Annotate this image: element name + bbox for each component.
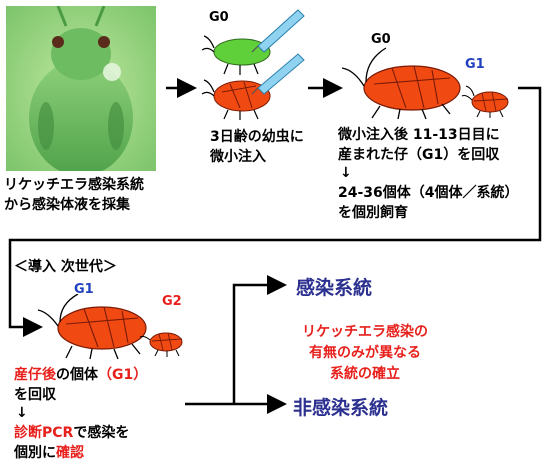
step1-caption-line2: から感染体液を採集 xyxy=(4,197,130,213)
step4-line2: を回収 xyxy=(14,387,56,403)
step1-caption-line1: リケッチエラ感染系統 xyxy=(4,177,144,193)
step2-gen-label: G0 xyxy=(209,10,229,25)
step4-line3-black: で感染を xyxy=(73,425,130,441)
step3-gen-label-g0: G0 xyxy=(371,32,391,47)
infected-aphid-photo xyxy=(6,6,156,171)
step3-gen-label-g1: G1 xyxy=(465,57,485,72)
step3-caption-line1: 微小注入後 11-13日目に xyxy=(338,127,500,143)
step3-caption-line2: 産まれた仔（G1）を回収 xyxy=(338,147,500,163)
result-note-line2: 有無のみが異なる xyxy=(309,345,421,361)
step4-line1: 産仔後の個体（G1） xyxy=(14,366,147,384)
step4-line4-red: 確認 xyxy=(56,445,84,461)
step4-down-arrow: ↓ xyxy=(16,405,28,421)
g1-adult-and-g2-offspring-illustration xyxy=(37,294,183,360)
step4-gen-label-g1: G1 xyxy=(74,282,94,297)
result-note-line1: リケッチエラ感染の xyxy=(302,324,428,340)
step4-line1-red: 産仔後 xyxy=(14,367,56,383)
step4-gen-label-g2: G2 xyxy=(162,294,182,309)
step4-line4: 個別に確認 xyxy=(14,444,84,462)
step3-caption-line4: を個別飼育 xyxy=(338,205,408,221)
injection-illustration xyxy=(201,9,305,120)
step4-header: ＜導入 次世代＞ xyxy=(14,259,117,275)
adult-and-offspring-illustration xyxy=(341,47,509,120)
step2-caption-line1: 3日齢の幼虫に xyxy=(210,129,304,145)
step4-line3-red: 診断PCR xyxy=(14,425,74,441)
result-noninfected-line: 非感染系統 xyxy=(293,397,389,419)
step3-down-arrow: ↓ xyxy=(340,165,352,181)
step3-caption-line3: 24-36個体（4個体／系統） xyxy=(338,185,519,201)
step2-caption-line2: 微小注入 xyxy=(210,149,266,165)
result-note: リケッチエラ感染の 有無のみが異なる 系統の確立 xyxy=(270,322,460,385)
result-infected-line: 感染系統 xyxy=(296,277,373,299)
step4-line3: 診断PCRで感染を xyxy=(14,424,129,442)
arrow-step3-to-step4 xyxy=(8,86,542,337)
step4-line1-paren: （G1） xyxy=(98,367,148,383)
step4-line1-black: の個体 xyxy=(56,367,98,383)
arrow-to-infected xyxy=(232,275,287,404)
result-note-line3: 系統の確立 xyxy=(330,366,400,382)
step4-line4-black: 個別に xyxy=(14,445,56,461)
